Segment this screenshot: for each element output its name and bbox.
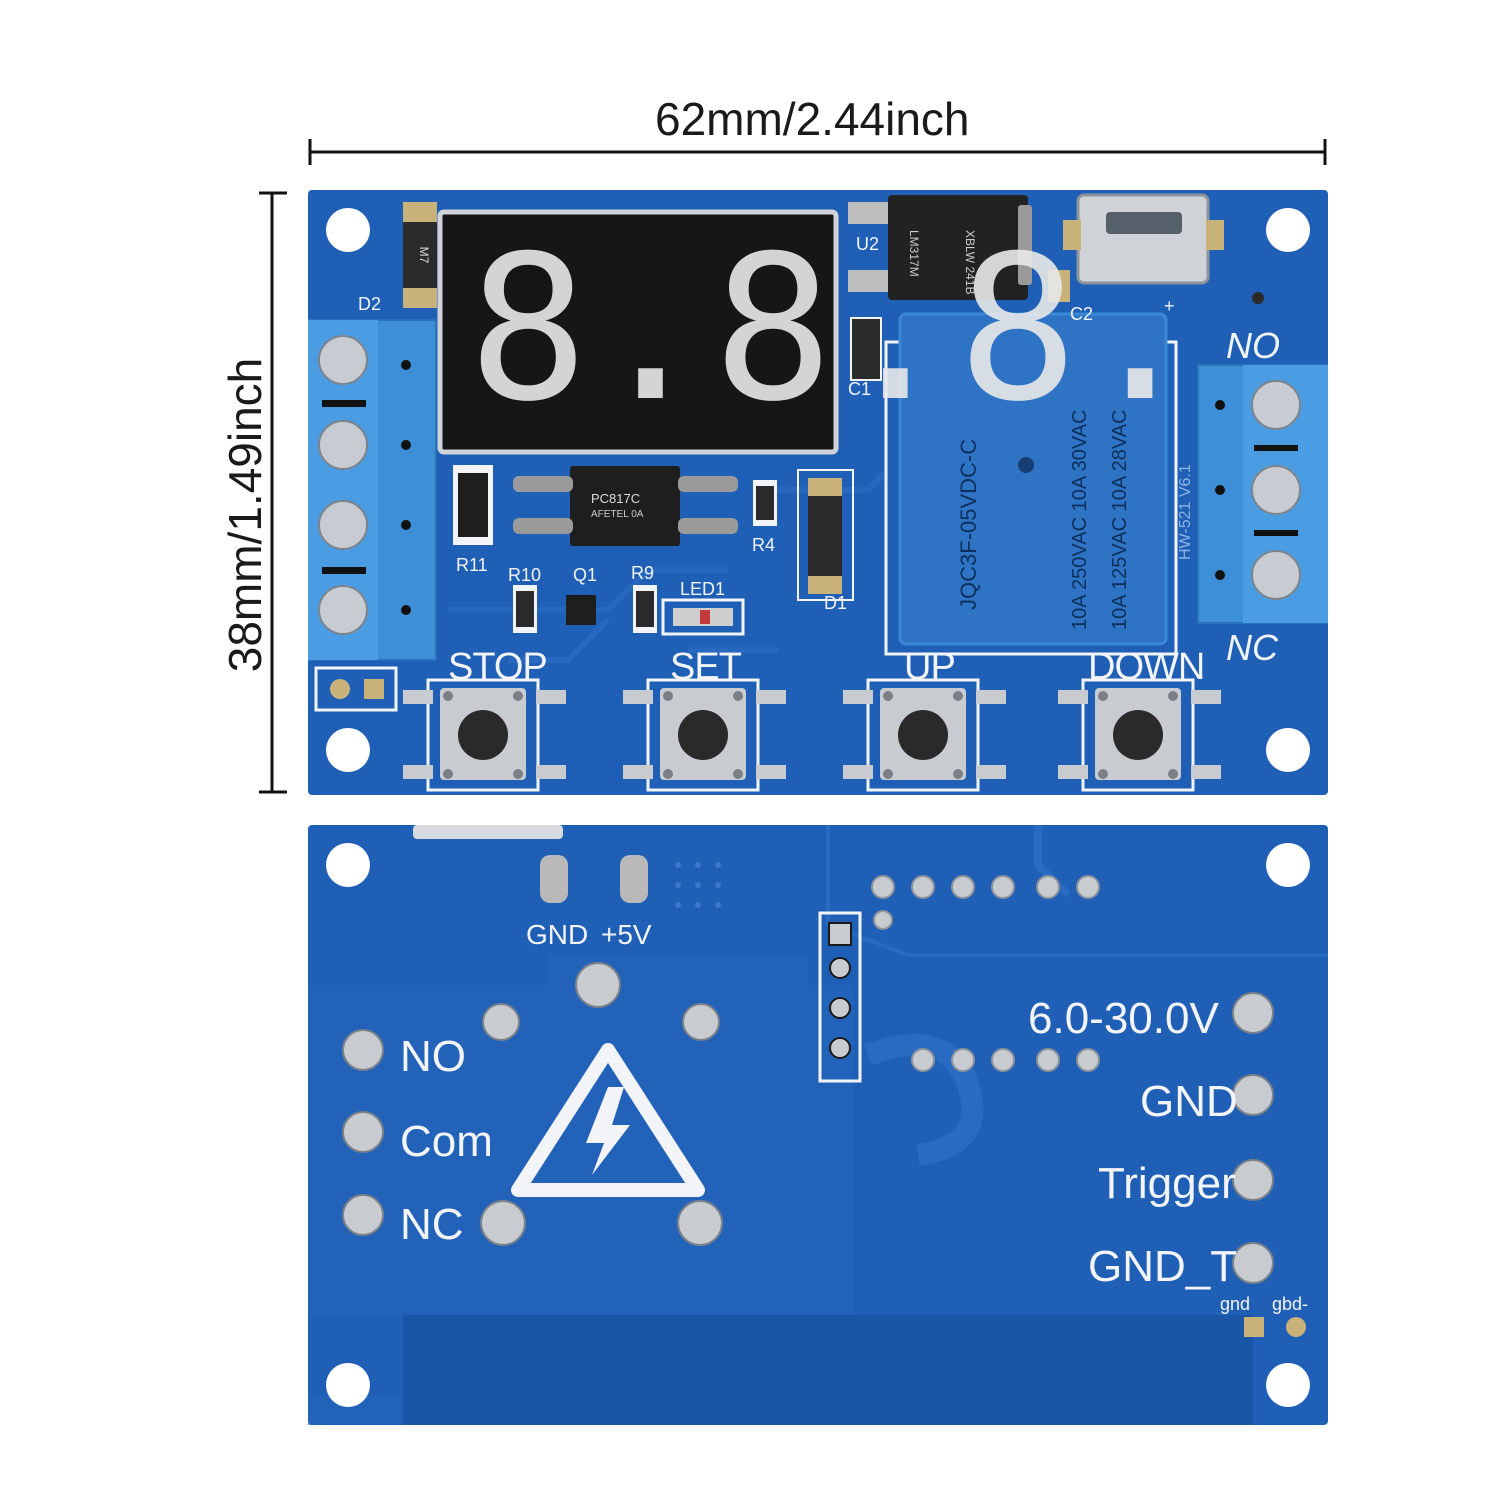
optocoupler-sublabel: AFETEL 0A (591, 509, 644, 520)
header-pin (911, 875, 935, 899)
label-r10: R10 (508, 565, 542, 585)
gnd-t-pin-label: GND_T (1088, 1242, 1238, 1291)
mount-hole (326, 1363, 370, 1407)
mount-hole (326, 843, 370, 887)
seven-segment-display: 8.8.8. (468, 213, 1203, 446)
terminal-screw (1251, 465, 1301, 515)
height-dimension-arrow (259, 191, 287, 794)
high-voltage-triangle (511, 1043, 705, 1197)
label-r9: R9 (631, 563, 655, 583)
relay-rating-line-1: 10A 250VAC 10A 30VAC (1069, 409, 1091, 630)
label-q1: Q1 (573, 565, 598, 585)
mount-hole (1266, 1363, 1310, 1407)
terminal-screw (1251, 380, 1301, 430)
terminal-label-nc: NC (1226, 627, 1278, 668)
relay-no-label: NO (400, 1032, 466, 1081)
up-button-label: UP (904, 646, 956, 688)
relay-com-label: Com (400, 1117, 493, 1166)
relay-nc-label: NC (400, 1200, 464, 1249)
label-c2: C2 (1070, 304, 1094, 324)
terminal-screw (1251, 550, 1301, 600)
small-pad-gbd-label: gbd- (1272, 1294, 1309, 1314)
width-dimension-label: 62mm/2.44inch (655, 93, 970, 145)
mount-hole (326, 728, 370, 772)
label-r11: R11 (456, 555, 488, 575)
down-button-label: DOWN (1088, 646, 1205, 688)
optocoupler-label: PC817C (591, 491, 641, 506)
label-r4: R4 (752, 535, 776, 555)
header-pin (1036, 875, 1060, 899)
header-pin (951, 875, 975, 899)
label-d2: D2 (358, 294, 382, 314)
mount-hole (326, 208, 370, 252)
board-id-label: HW-521 V6.1 (1177, 464, 1194, 560)
terminal-screw (318, 585, 368, 635)
label-u2: U2 (856, 234, 880, 254)
regulator-label: LM317M (907, 230, 921, 277)
front-pcb-artwork: M7 (308, 193, 1328, 792)
usb-gnd-label: GND (526, 919, 589, 950)
stop-button[interactable] (458, 710, 508, 760)
set-button-label: SET (670, 646, 742, 688)
svg-text:M7: M7 (417, 247, 431, 264)
regulator-sublabel: XBLW 241B (963, 230, 977, 295)
label-led1: LED1 (680, 579, 726, 599)
set-button[interactable] (678, 710, 728, 760)
usb-5v-label: +5V (601, 919, 652, 950)
relay-model-label: JQC3F-05VDC-C (956, 438, 981, 610)
high-voltage-warning-icon (518, 1050, 698, 1190)
mount-hole (1266, 208, 1310, 252)
button-bases (426, 678, 1195, 792)
height-dimension-label: 38mm/1.49inch (219, 357, 271, 673)
up-button[interactable] (898, 710, 948, 760)
label-plus: + (1164, 296, 1175, 316)
label-d1: D1 (824, 593, 848, 613)
terminal-label-no: NO (1226, 325, 1280, 366)
voltage-input-label: 6.0-30.0V (1028, 994, 1219, 1043)
down-button[interactable] (1113, 710, 1163, 760)
header-pin (991, 875, 1015, 899)
small-pad-gnd-label: gnd (1220, 1294, 1251, 1314)
trigger-pin-label: Trigger (1098, 1159, 1236, 1208)
mount-hole (1266, 843, 1310, 887)
terminal-screw (318, 500, 368, 550)
header-pin (871, 875, 895, 899)
header-pin (1076, 875, 1100, 899)
width-dimension-arrow (308, 139, 1327, 165)
terminal-screw (318, 420, 368, 470)
mount-hole (1266, 728, 1310, 772)
label-c1: C1 (848, 379, 872, 399)
back-pcb: GND +5V NO Com NC 6.0-30.0V GND Trigger … (308, 825, 1328, 1425)
relay-rating-line-2: 10A 125VAC 10A 28VAC (1109, 409, 1131, 630)
stop-button-label: STOP (448, 646, 548, 688)
gnd-pin-label: GND (1140, 1077, 1238, 1126)
terminal-screw (318, 335, 368, 385)
front-pcb: M7 (308, 190, 1328, 795)
back-pcb-artwork (308, 825, 1328, 1425)
